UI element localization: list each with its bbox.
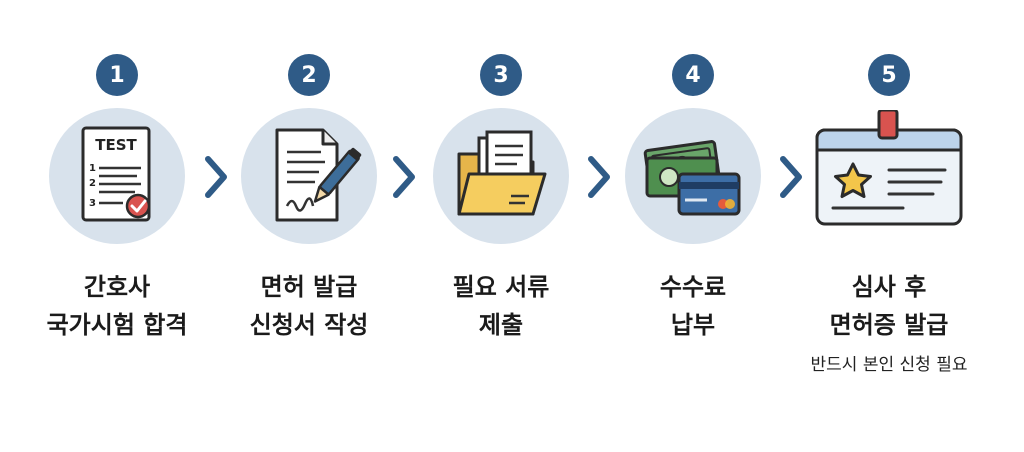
step-label: 수수료 납부	[659, 273, 727, 339]
svg-text:1: 1	[89, 163, 96, 174]
chevron-right-icon	[205, 156, 227, 198]
step-5: 5 심사 후 면허증 발급 반드시 본인 신청 필요	[789, 0, 989, 452]
svg-text:2: 2	[89, 178, 96, 189]
step-number-badge: 5	[868, 54, 910, 96]
chevron-right-icon	[588, 156, 610, 198]
folder-documents-icon	[457, 130, 547, 216]
step-icon-circle: TEST 1 2 3	[49, 108, 185, 244]
step-label: 간호사 국가시험 합격	[46, 273, 188, 339]
chevron-right-icon	[393, 156, 415, 198]
step-label: 심사 후 면허증 발급	[829, 273, 949, 339]
step-number-badge: 1	[96, 54, 138, 96]
chevron-right-icon	[780, 156, 802, 198]
svg-text:3: 3	[89, 198, 96, 209]
step-4: 4 수수료 납부	[593, 0, 793, 452]
step-number-badge: 2	[288, 54, 330, 96]
step-label: 필요 서류 제출	[452, 273, 550, 339]
step-note: 반드시 본인 신청 필요	[810, 355, 968, 375]
document-pen-icon	[275, 128, 362, 222]
test-paper-icon: TEST 1 2 3	[81, 126, 151, 222]
test-label: TEST	[95, 136, 137, 154]
step-number-badge: 4	[672, 54, 714, 96]
step-number-badge: 3	[480, 54, 522, 96]
step-icon-circle	[241, 108, 377, 244]
license-badge-icon	[815, 110, 963, 226]
step-3: 3 필요 서류 제출	[401, 0, 601, 452]
step-1: 1 TEST 1 2 3 간호사 국가시험 합격	[17, 0, 217, 452]
step-icon-circle	[433, 108, 569, 244]
money-card-icon	[643, 140, 741, 216]
step-2: 2 면허 발급 신청서 작성	[209, 0, 409, 452]
step-icon-circle	[625, 108, 761, 244]
step-label: 면허 발급 신청서 작성	[249, 273, 369, 339]
